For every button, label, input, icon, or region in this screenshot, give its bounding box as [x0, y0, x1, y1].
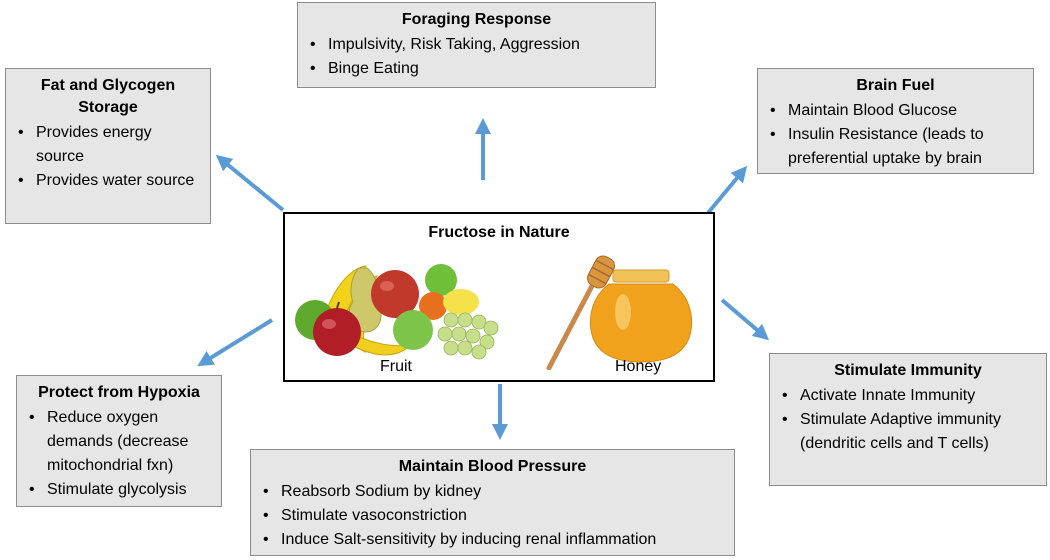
immunity-item: Activate Innate Immunity [782, 384, 1038, 408]
pressure-item: Stimulate vasoconstriction [263, 504, 726, 528]
maintain-blood-pressure-box: Maintain Blood Pressure Reabsorb Sodium … [250, 449, 735, 556]
honey-label: Honey [615, 358, 662, 375]
fat-glycogen-box: Fat and Glycogen Storage Provides energy… [5, 68, 211, 224]
fruit-label: Fruit [380, 358, 412, 375]
brain-item: Maintain Blood Glucose [770, 99, 1025, 123]
foraging-response-title: Foraging Response [401, 11, 552, 28]
arrow-to-fat [215, 154, 285, 212]
fructose-in-nature-box: Fructose in Nature Fruit [283, 212, 715, 382]
honey-jar-lid [612, 269, 670, 283]
center-title: Fructose in Nature [428, 224, 570, 241]
pressure-item: Induce Salt-sensitivity by inducing rena… [263, 528, 726, 552]
immunity-item: Stimulate Adaptive immunity (dendritic c… [782, 408, 1038, 456]
lemon-icon [443, 289, 479, 315]
fat-item: Provides energy source [18, 121, 202, 169]
grapes-icon [437, 312, 499, 360]
honey-jar-icon [589, 283, 693, 363]
red-apple-front-icon [313, 308, 361, 356]
arrow-to-immunity [720, 298, 770, 341]
protect-hypoxia-title: Protect from Hypoxia [38, 384, 200, 401]
brain-fuel-box: Brain Fuel Maintain Blood Glucose Insuli… [757, 68, 1034, 174]
foraging-response-box: Foraging Response Impulsivity, Risk Taki… [297, 2, 656, 88]
foraging-item: Impulsivity, Risk Taking, Aggression [310, 33, 647, 57]
honey-dipper-icon [546, 281, 596, 370]
stimulate-immunity-box: Stimulate Immunity Activate Innate Immun… [769, 353, 1047, 486]
fat-item: Provides water source [18, 169, 202, 193]
hypoxia-item: Reduce oxygen demands (decrease mitochon… [29, 406, 213, 478]
brain-item: Insulin Resistance (leads to preferentia… [770, 123, 1025, 171]
foraging-item: Binge Eating [310, 57, 647, 81]
maintain-blood-pressure-title: Maintain Blood Pressure [398, 458, 587, 475]
brain-fuel-title: Brain Fuel [856, 77, 935, 94]
fat-glycogen-title: Fat and Glycogen Storage [40, 77, 176, 116]
hypoxia-item: Stimulate glycolysis [29, 478, 213, 502]
arrow-to-brain [706, 165, 748, 215]
fruit-image [295, 264, 499, 360]
pressure-item: Reabsorb Sodium by kidney [263, 480, 726, 504]
orange-icon [419, 292, 447, 320]
green-apple-icon [425, 264, 457, 296]
honey-image [546, 255, 693, 370]
stimulate-immunity-title: Stimulate Immunity [834, 362, 982, 379]
protect-hypoxia-box: Protect from Hypoxia Reduce oxygen deman… [16, 375, 222, 507]
arrow-to-hypoxia [197, 318, 274, 367]
